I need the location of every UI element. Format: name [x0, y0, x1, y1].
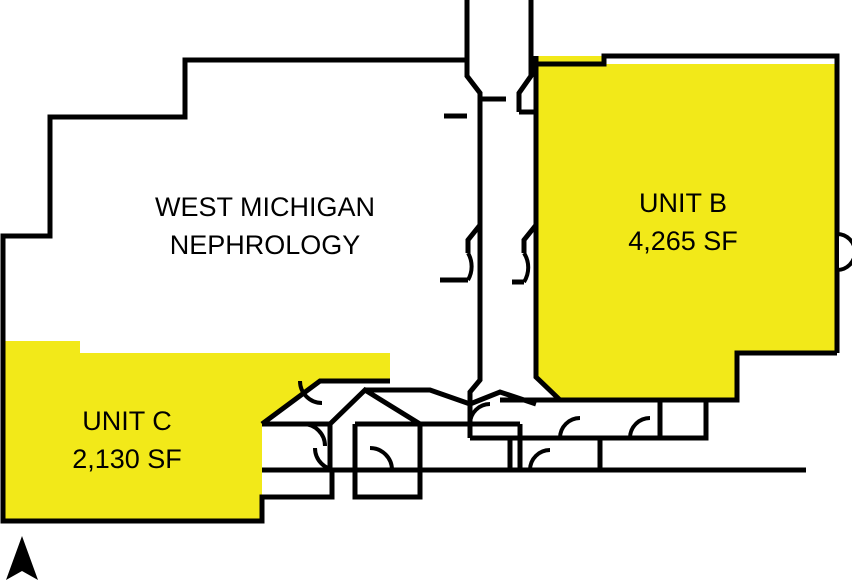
- north-arrow-shape: [6, 536, 38, 580]
- corridor-details: [440, 113, 538, 285]
- corridor-jamb-west-mid: [465, 223, 482, 253]
- unit-b-fill: [536, 56, 837, 400]
- door-arc-room-center: [313, 447, 338, 472]
- partition-angled-east: [365, 387, 471, 407]
- door-arc-room-west: [302, 422, 327, 447]
- corridor-wall-west: [464, 0, 506, 404]
- north-arrow-icon: [6, 536, 38, 580]
- door-arc-corridor-east: [522, 251, 531, 284]
- exterior-wall-northwest: [0, 57, 467, 341]
- interior-door-swings: [298, 380, 651, 472]
- unit-b-label: UNIT B: [639, 188, 727, 218]
- door-arc-hall-b: [468, 402, 491, 425]
- unit-b-east-door: [835, 231, 852, 273]
- door-arc-unit-b-east: [835, 231, 852, 273]
- unit-c-fill: [3, 341, 390, 521]
- unit-b-area[interactable]: [536, 56, 837, 400]
- exterior-wall-northeast: [537, 53, 840, 353]
- door-arc-hall-a: [369, 446, 394, 471]
- unit-c-area[interactable]: [3, 341, 390, 521]
- tenant-label-line2: NEPHROLOGY: [170, 230, 361, 260]
- door-arc-corridor-west: [466, 252, 474, 281]
- tenant-label-line1: WEST MICHIGAN: [155, 192, 375, 222]
- door-arc-hall-e: [528, 448, 551, 471]
- unit-b-area-label: 4,265 SF: [628, 226, 738, 256]
- door-arc-hall-d: [628, 416, 651, 439]
- partition-room-center: [352, 421, 423, 500]
- door-arc-unit-c-exit: [298, 380, 323, 405]
- corridor-door-swings: [466, 251, 531, 284]
- interior-partitions: [260, 378, 737, 500]
- door-arc-hall-c: [558, 416, 581, 439]
- unit-c-label: UNIT C: [82, 406, 172, 436]
- corridor-wall-east: [516, 0, 562, 402]
- partition-angled-hall-west: [260, 378, 390, 427]
- unit-c-area-label: 2,130 SF: [72, 444, 182, 474]
- corridor-jamb-east-mid: [521, 223, 538, 253]
